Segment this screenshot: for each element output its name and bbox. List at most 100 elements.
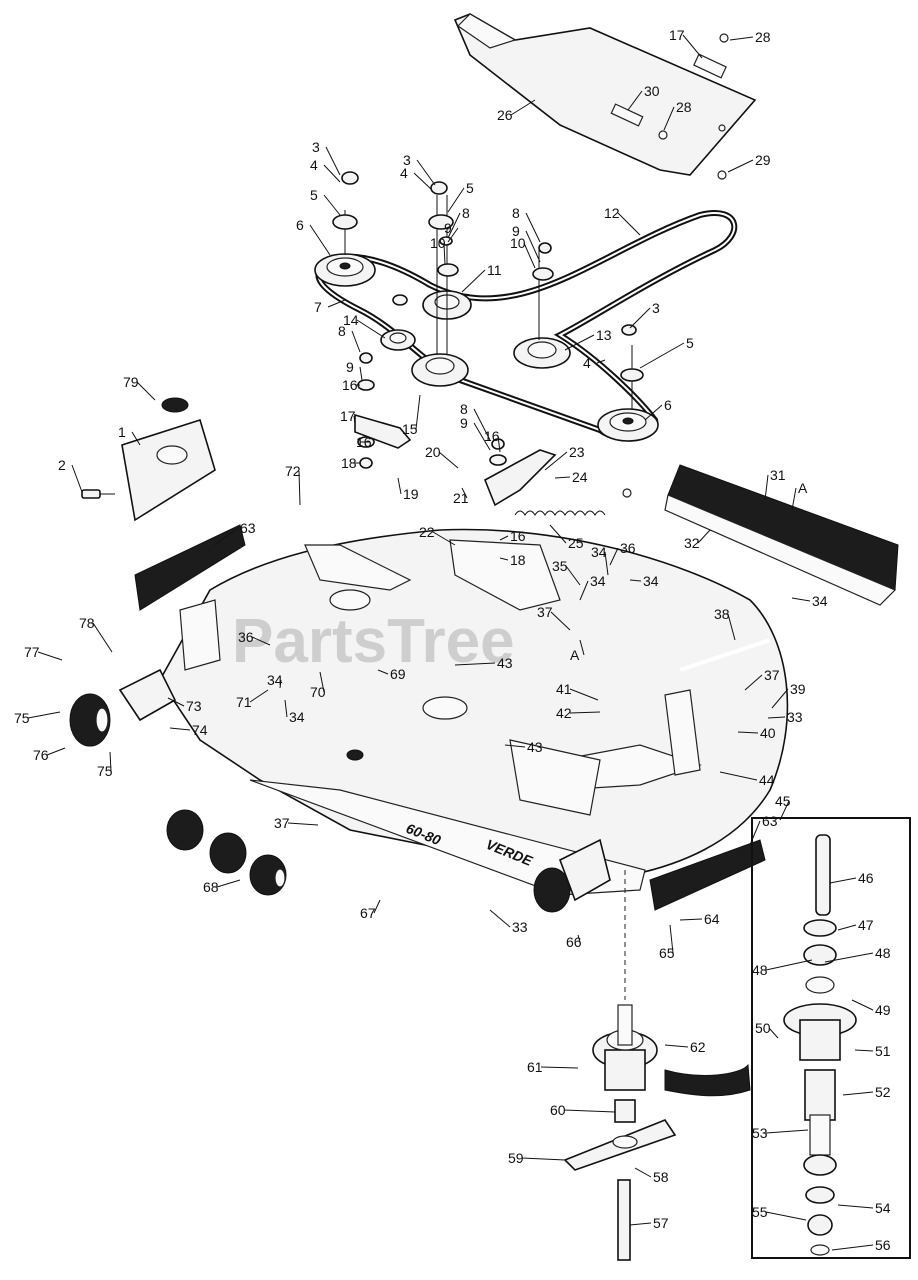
callout-leader bbox=[768, 1027, 779, 1039]
callout-number: 29 bbox=[755, 152, 771, 168]
callout-34: 34 bbox=[591, 544, 609, 576]
callout-number: 9 bbox=[444, 220, 452, 236]
callout-36: 36 bbox=[238, 629, 271, 646]
callout-number: 59 bbox=[508, 1150, 524, 1166]
callout-number: 77 bbox=[24, 644, 40, 660]
callout-51: 51 bbox=[854, 1043, 891, 1059]
callout-number: 54 bbox=[875, 1200, 891, 1216]
callout-number: 43 bbox=[497, 655, 513, 671]
callout-52: 52 bbox=[842, 1084, 891, 1100]
callout-37: 37 bbox=[537, 604, 571, 631]
callout-8: 8 bbox=[447, 205, 470, 239]
callout-28: 28 bbox=[729, 29, 771, 45]
callout-78: 78 bbox=[79, 615, 113, 653]
callout-leader bbox=[565, 565, 581, 586]
callout-number: 8 bbox=[462, 205, 470, 221]
callout-number: 52 bbox=[875, 1084, 891, 1100]
callout-leader bbox=[854, 1049, 874, 1052]
callout-number: 16 bbox=[510, 528, 526, 544]
callout-number: 45 bbox=[775, 793, 791, 809]
callout-42: 42 bbox=[556, 705, 601, 721]
callout-36: 36 bbox=[609, 540, 636, 566]
callout-number: 24 bbox=[572, 469, 588, 485]
callout-leader bbox=[499, 557, 509, 561]
deflector-63-right bbox=[649, 839, 766, 911]
callout-49: 49 bbox=[851, 999, 891, 1018]
callout-number: 9 bbox=[346, 359, 354, 375]
callout-leader bbox=[669, 924, 674, 954]
callout-number: 32 bbox=[684, 535, 700, 551]
callout-leader bbox=[249, 689, 269, 703]
idler-arm-17 bbox=[354, 413, 412, 449]
callout-leader bbox=[327, 299, 346, 308]
callout-21: 21 bbox=[453, 487, 469, 506]
callout-number: 34 bbox=[591, 544, 607, 560]
callout-leader bbox=[504, 744, 526, 748]
callout-number: 73 bbox=[186, 698, 202, 714]
callout-leader bbox=[569, 711, 601, 714]
callout-76: 76 bbox=[33, 747, 66, 763]
callout-number: 6 bbox=[664, 397, 672, 413]
callout-number: 75 bbox=[97, 763, 113, 779]
callout-number: 34 bbox=[812, 593, 828, 609]
callout-number: 78 bbox=[79, 615, 95, 631]
callout-5: 5 bbox=[310, 187, 341, 216]
callout-2: 2 bbox=[58, 457, 83, 493]
callout-30: 30 bbox=[627, 83, 660, 111]
callout-40: 40 bbox=[737, 725, 776, 741]
callout-number: 28 bbox=[755, 29, 771, 45]
callout-number: 48 bbox=[875, 945, 891, 961]
callout-number: 11 bbox=[487, 262, 502, 278]
callout-leader bbox=[525, 212, 541, 243]
callout-leader bbox=[837, 924, 857, 931]
callout-number: 20 bbox=[425, 444, 441, 460]
callout-number: 4 bbox=[583, 355, 591, 371]
wheel-right bbox=[533, 838, 611, 913]
callout-number: 57 bbox=[653, 1215, 669, 1231]
callout-leader bbox=[544, 451, 568, 471]
callout-5: 5 bbox=[639, 335, 694, 369]
callout-9: 9 bbox=[460, 415, 491, 451]
callout-33: 33 bbox=[489, 909, 528, 935]
callout-number: 79 bbox=[123, 374, 139, 390]
pulley-6-right bbox=[597, 408, 659, 442]
pulley-13 bbox=[513, 337, 571, 369]
callout-11: 11 bbox=[461, 262, 502, 293]
callout-43: 43 bbox=[454, 655, 513, 671]
callout-61: 61 bbox=[527, 1059, 579, 1075]
callout-leader bbox=[727, 159, 754, 173]
callout-leader bbox=[497, 435, 501, 453]
callout-number: 17 bbox=[340, 408, 356, 424]
callout-41: 41 bbox=[556, 681, 599, 701]
callout-54: 54 bbox=[837, 1200, 891, 1216]
callout-leader bbox=[549, 524, 567, 544]
knob-2 bbox=[81, 489, 115, 499]
callout-number: 67 bbox=[360, 905, 376, 921]
callout-63: 63 bbox=[749, 813, 778, 846]
callout-number: 23 bbox=[569, 444, 585, 460]
callout-7: 7 bbox=[314, 299, 346, 315]
callout-number: 49 bbox=[875, 1002, 891, 1018]
callout-leader bbox=[443, 242, 446, 266]
callout-leader bbox=[323, 164, 341, 183]
callout-1: 1 bbox=[118, 424, 141, 446]
callout-leader bbox=[46, 747, 66, 756]
callout-leader bbox=[664, 1044, 689, 1048]
callout-leader bbox=[663, 106, 675, 131]
callout-leader bbox=[729, 36, 754, 41]
callout-number: 31 bbox=[770, 467, 786, 483]
blade-31 bbox=[664, 464, 899, 606]
callout-leader bbox=[644, 404, 663, 421]
callout-75: 75 bbox=[14, 710, 61, 726]
callout-number: A bbox=[570, 647, 580, 663]
idler-bracket-23 bbox=[483, 449, 557, 507]
callout-34: 34 bbox=[791, 593, 828, 609]
callout-6: 6 bbox=[644, 397, 672, 421]
callout-3: 3 bbox=[403, 152, 436, 186]
callout-34: 34 bbox=[284, 699, 305, 725]
callout-leader bbox=[351, 330, 361, 353]
rollers-68 bbox=[166, 809, 287, 896]
callout-number: 5 bbox=[310, 187, 318, 203]
callout-number: 10 bbox=[430, 235, 446, 251]
callout-48: 48 bbox=[824, 945, 891, 963]
